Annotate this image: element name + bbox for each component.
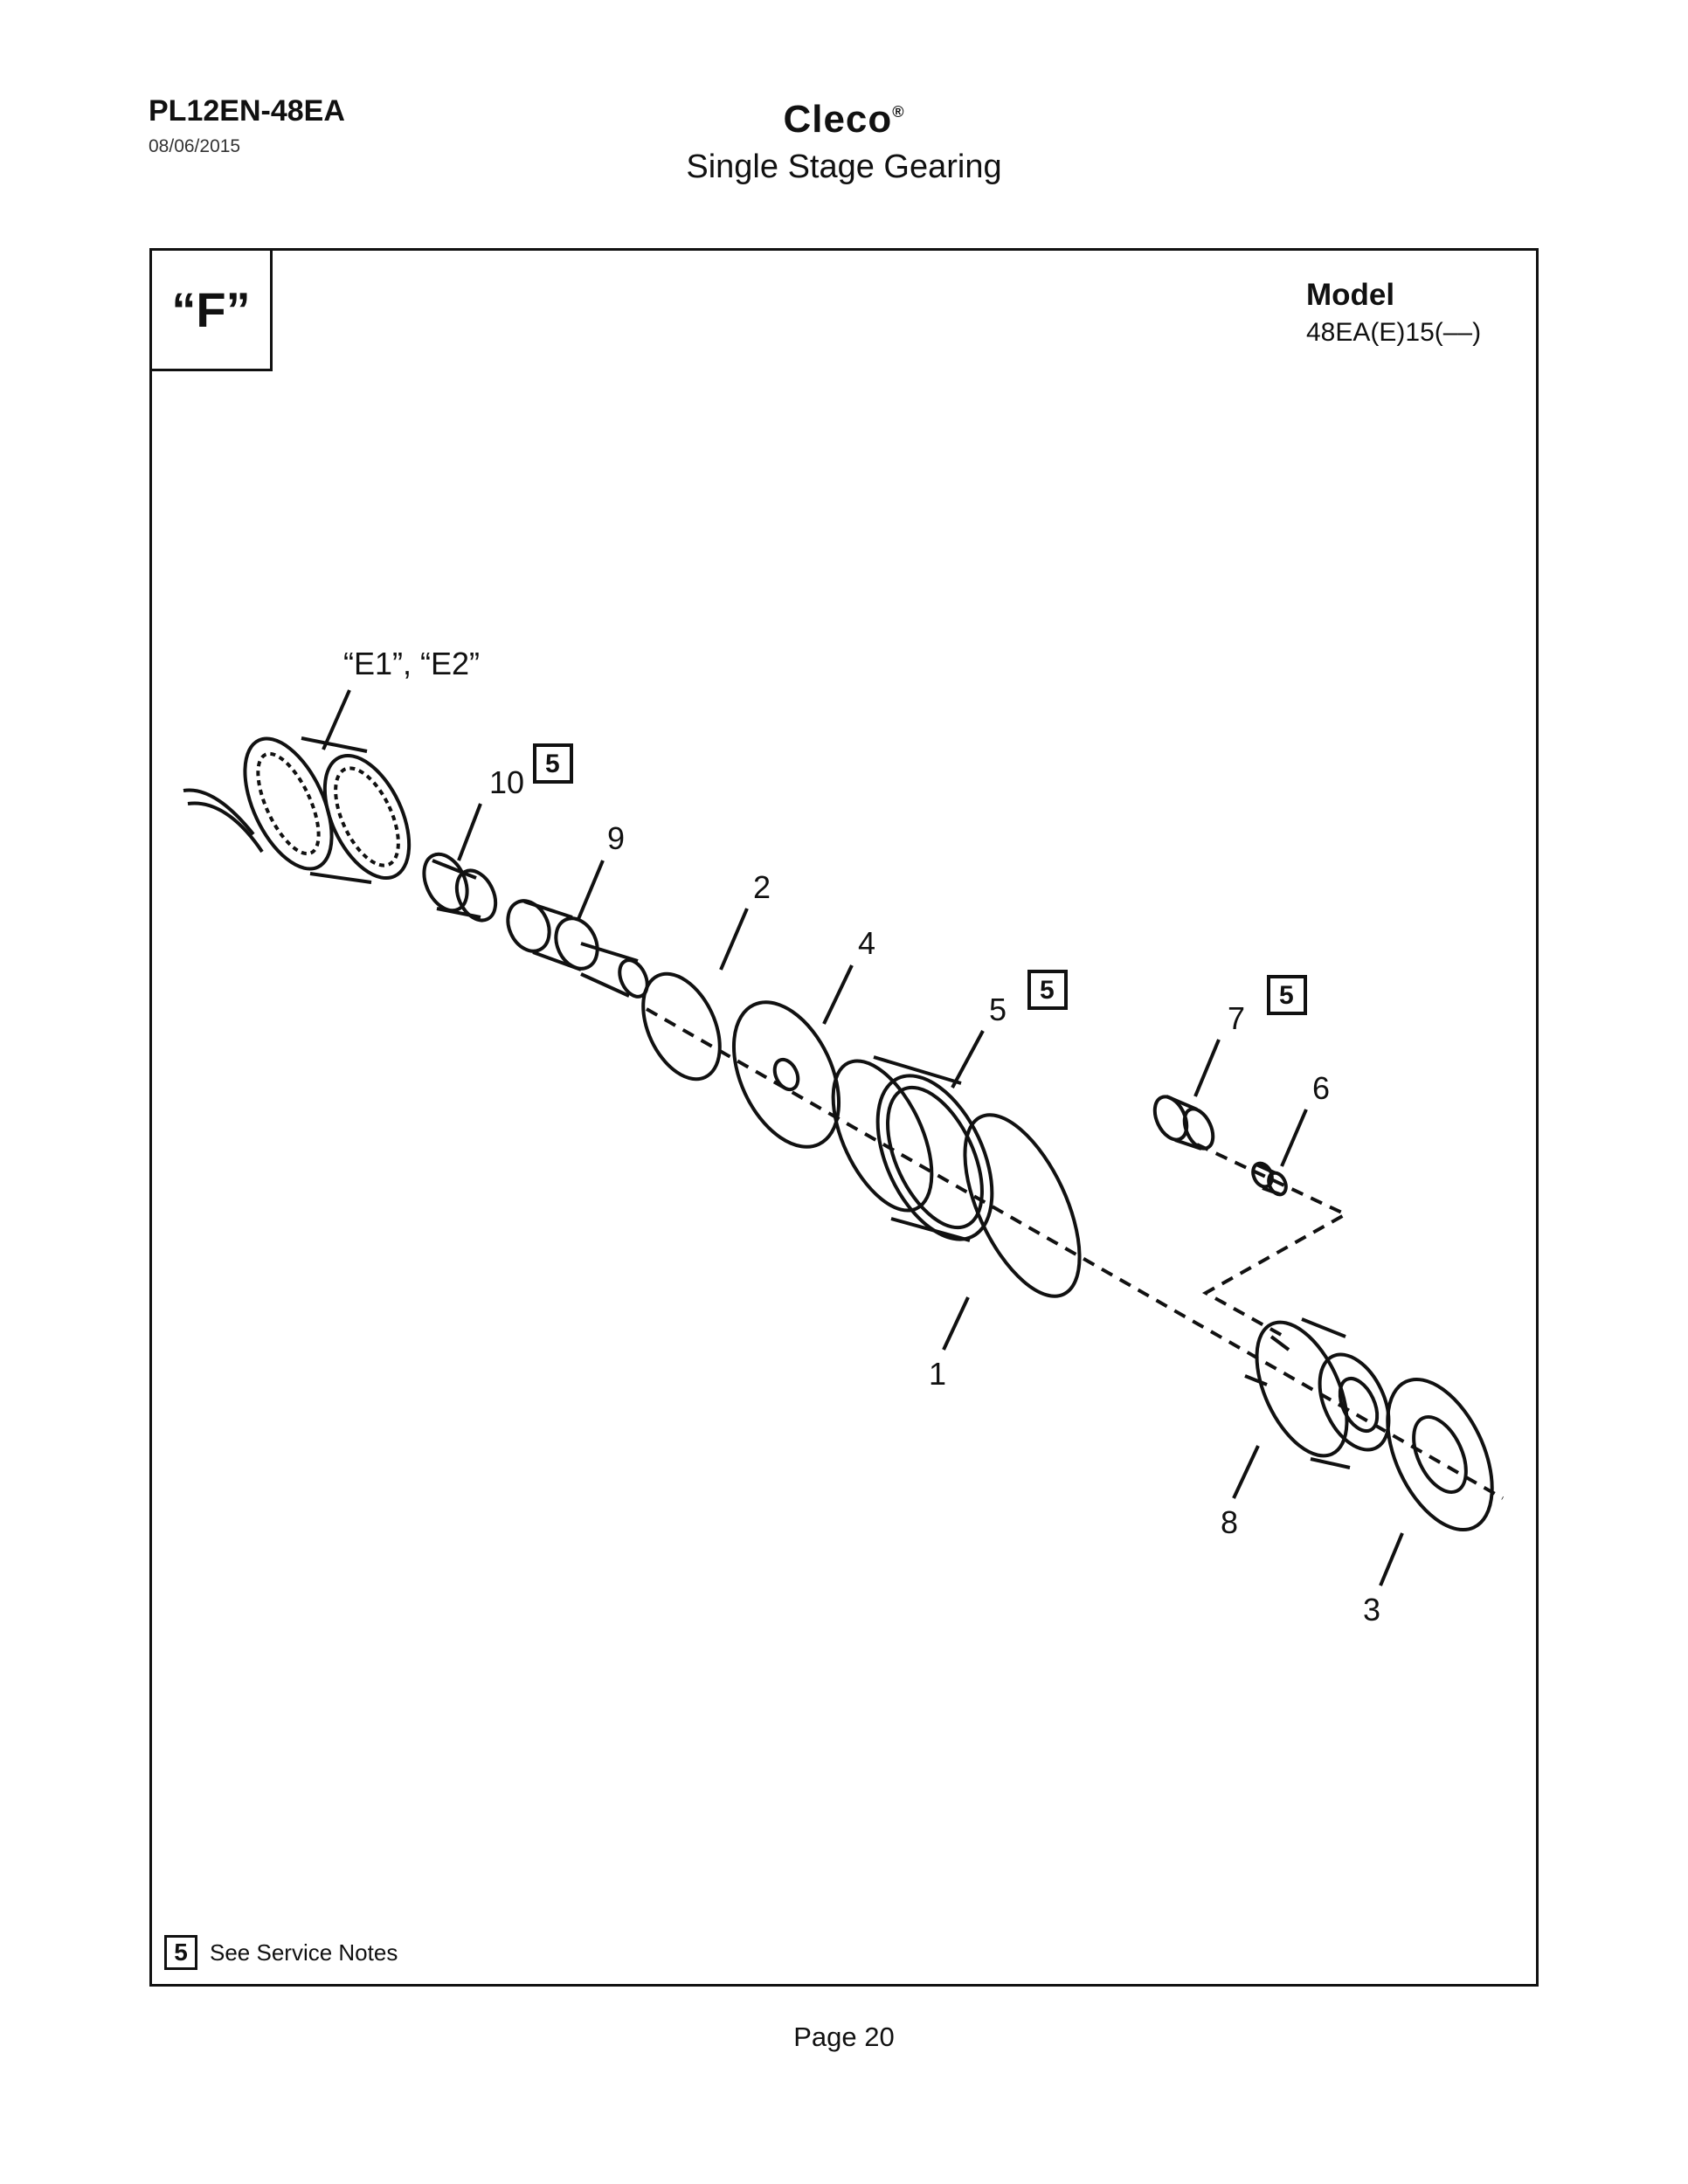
leader-6 bbox=[1280, 1109, 1308, 1167]
leader-4 bbox=[822, 964, 854, 1025]
svg-text:5: 5 bbox=[545, 750, 560, 778]
document-date: 08/06/2015 bbox=[149, 136, 241, 156]
callout-1: 1 bbox=[929, 1356, 946, 1392]
callout-2: 2 bbox=[753, 869, 771, 905]
callout-6: 6 bbox=[1312, 1070, 1330, 1106]
registered-mark: ® bbox=[892, 103, 905, 121]
end-washer bbox=[1386, 1377, 1494, 1532]
model-label: Model bbox=[1306, 278, 1395, 312]
assembly-axis bbox=[646, 1007, 1504, 1500]
service-note-box-7: 5 bbox=[1267, 975, 1307, 1015]
document-id: PL12EN-48EA bbox=[149, 94, 345, 128]
callout-5: 5 bbox=[989, 992, 1007, 1027]
callout-8: 8 bbox=[1221, 1504, 1238, 1540]
model-value: 48EA(E)15(––) bbox=[1306, 318, 1482, 347]
service-note-box-10: 5 bbox=[533, 743, 573, 784]
reference-label-e1-e2: “E1”, “E2” bbox=[343, 646, 480, 681]
brand-logo: Cleco® bbox=[0, 98, 1688, 142]
legend-text: See Service Notes bbox=[210, 1939, 398, 1966]
small-needle-bearing bbox=[1152, 1095, 1215, 1151]
ring-gear-housing bbox=[183, 736, 412, 884]
svg-text:5: 5 bbox=[1040, 976, 1055, 1005]
leader-7 bbox=[1193, 1039, 1221, 1097]
thrust-washer bbox=[731, 1000, 841, 1149]
callout-3: 3 bbox=[1363, 1592, 1380, 1628]
spline-shaft bbox=[506, 899, 649, 999]
retaining-ring bbox=[641, 971, 722, 1082]
callout-9: 9 bbox=[607, 820, 625, 856]
svg-text:5: 5 bbox=[1279, 981, 1294, 1010]
callout-10: 10 bbox=[489, 764, 524, 800]
leader-3 bbox=[1379, 1532, 1404, 1586]
needle-bearing bbox=[422, 852, 498, 923]
callout-7: 7 bbox=[1228, 1000, 1245, 1036]
leader-1 bbox=[942, 1296, 970, 1351]
brand-name: Cleco bbox=[783, 98, 893, 141]
page-number: Page 20 bbox=[793, 2022, 895, 2052]
leader-10 bbox=[457, 803, 482, 861]
diagram-frame bbox=[149, 248, 1539, 1987]
leader-e1e2 bbox=[322, 689, 351, 750]
planet-carrier bbox=[1244, 1317, 1391, 1469]
legend-note-box: 5 bbox=[164, 1935, 197, 1970]
leader-2 bbox=[719, 908, 749, 971]
leader-5 bbox=[951, 1030, 985, 1089]
o-ring bbox=[963, 1113, 1082, 1298]
gear-ring bbox=[831, 1055, 994, 1242]
page-title: Single Stage Gearing bbox=[686, 149, 1002, 185]
leader-9 bbox=[577, 860, 605, 920]
section-label: “F” bbox=[149, 248, 273, 371]
callout-4: 4 bbox=[858, 925, 875, 961]
leader-8 bbox=[1232, 1445, 1260, 1499]
service-note-box-5: 5 bbox=[1027, 970, 1068, 1010]
pin bbox=[1251, 1161, 1288, 1197]
